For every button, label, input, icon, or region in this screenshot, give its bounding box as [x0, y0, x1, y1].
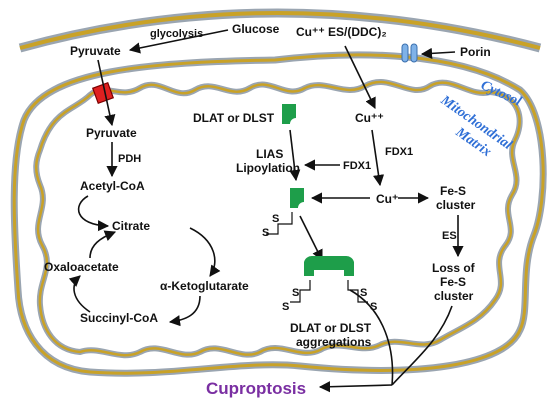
mitochondrion-inner-membrane	[33, 78, 523, 359]
dlat-dlst-top-label: DLAT or DLST	[193, 111, 275, 125]
es-label: ES	[442, 230, 457, 242]
loss-line3: cluster	[434, 289, 474, 303]
citrate-label: Citrate	[112, 219, 150, 233]
agg-sulfur-2: S	[282, 301, 289, 313]
dlat-agg-line2: aggregations	[296, 335, 372, 349]
sulfur-1-label: S	[272, 213, 279, 225]
fdx1-left-label: FDX1	[343, 160, 371, 172]
oxaloacetate-to-citrate-arrow	[89, 230, 117, 259]
lipoylated-protein-icon	[266, 188, 304, 235]
pyruvate-cytosol-label: Pyruvate	[70, 44, 121, 58]
acetyl-coa-label: Acetyl-CoA	[80, 179, 145, 193]
glycolysis-label: glycolysis	[150, 28, 203, 40]
cu-plus-plus-label: Cu⁺⁺	[355, 111, 384, 125]
pyruvate-import-arrow	[97, 59, 116, 127]
agg-sulfur-4: S	[370, 301, 377, 313]
alpha-ketoglutarate-label: α-Ketoglutarate	[160, 279, 249, 293]
acetyl-to-citrate-arrow	[77, 195, 110, 232]
cu-in-complex-label: Cu⁺	[320, 276, 339, 287]
citrate-to-akg-arrow	[189, 227, 221, 277]
porin-label: Porin	[460, 45, 491, 59]
porin-channel-icon	[401, 43, 418, 63]
sulfur-2-label: S	[262, 227, 269, 239]
pyruvate-matrix-label: Pyruvate	[86, 126, 137, 140]
cu-es-ddc-label: Cu⁺⁺ ES/(DDC)₂	[296, 25, 387, 39]
fes-cluster-line1: Fe-S	[440, 184, 466, 198]
agg-sulfur-1: S	[292, 287, 299, 299]
succinyl-to-oxaloacetate-arrow	[68, 275, 91, 313]
lipoylation-label: Lipoylation	[236, 161, 300, 175]
cu-plus-label: Cu⁺	[376, 192, 398, 206]
aggregate-to-cuproptosis-curve	[349, 289, 394, 386]
oxaloacetate-label: Oxaloacetate	[44, 260, 119, 274]
fdx1-reduction-arrow	[371, 129, 385, 187]
lipoylation-arrow	[289, 129, 301, 182]
glucose-label: Glucose	[232, 22, 280, 36]
lias-label: LIAS	[256, 147, 283, 161]
fes-to-cuproptosis-curve	[391, 305, 453, 386]
green-protein-icon	[282, 104, 296, 124]
dlat-agg-line1: DLAT or DLST	[290, 321, 372, 335]
akg-to-succinyl-arrow	[168, 295, 201, 327]
mitochondrion-outer-membrane	[10, 51, 547, 377]
loss-line2: Fe-S	[440, 275, 466, 289]
pdh-label: PDH	[118, 153, 141, 165]
aggregation-arrow	[299, 215, 323, 262]
agg-sulfur-3: S	[360, 287, 367, 299]
succinyl-coa-label: Succinyl-CoA	[80, 311, 158, 325]
porin-arrow	[420, 47, 456, 59]
fes-cluster-line2: cluster	[436, 198, 476, 212]
cuproptosis-label: Cuproptosis	[206, 379, 306, 398]
cuproptosis-arrow	[318, 381, 393, 393]
glycolysis-arrow	[128, 29, 229, 54]
fdx1-right-label: FDX1	[385, 146, 413, 158]
red-transporter-icon	[91, 81, 115, 105]
outer-membrane	[18, 8, 542, 53]
protein-aggregate-icon	[290, 255, 368, 303]
loss-line1: Loss of	[432, 261, 476, 275]
cu-import-arrow	[344, 45, 376, 110]
